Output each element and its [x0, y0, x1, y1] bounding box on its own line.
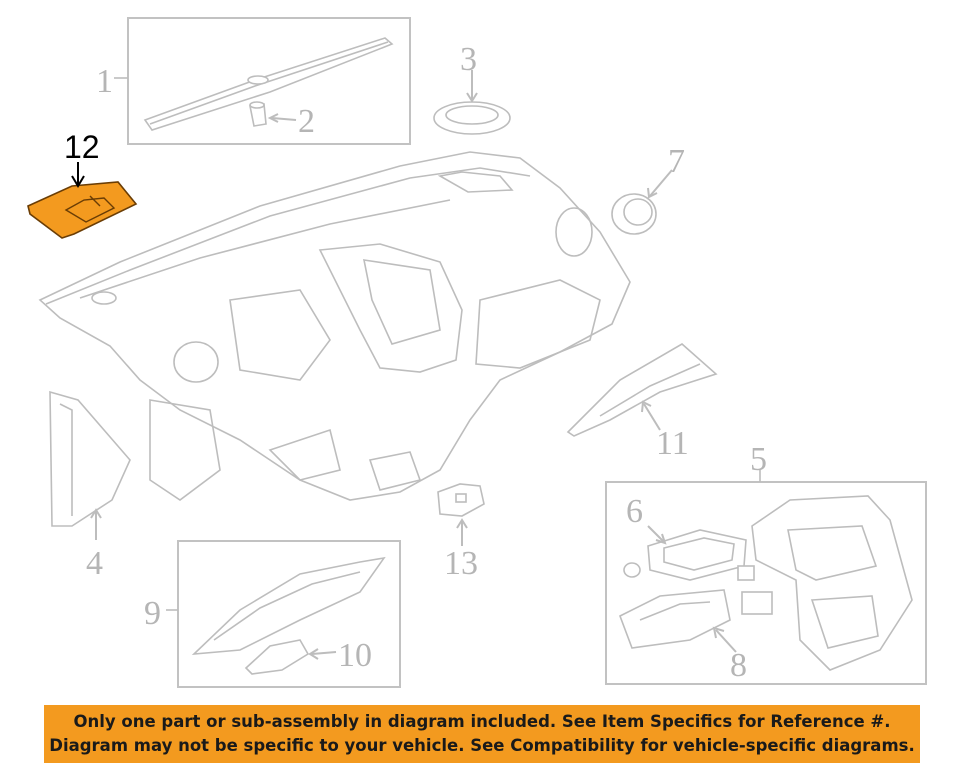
callout-6: 6 — [626, 493, 643, 530]
callout-7: 7 — [668, 143, 685, 180]
callout-labels: 1 2 3 4 5 6 7 8 9 10 11 12 13 — [64, 41, 767, 684]
part-8-control-panel — [618, 589, 737, 653]
part-12-highlighted-bracket — [27, 162, 138, 239]
part-4-end-cap — [49, 390, 131, 540]
part-9-lower-panel — [191, 556, 386, 655]
box-part-1 — [114, 17, 411, 145]
part-6-switch-module — [623, 525, 747, 581]
callout-2: 2 — [298, 103, 315, 140]
dashboard-assembly — [38, 151, 631, 501]
banner-line-1: Only one part or sub-assembly in diagram… — [73, 712, 891, 731]
callout-13: 13 — [444, 545, 478, 582]
callout-3: 3 — [460, 41, 477, 78]
banner-line-2: Diagram may not be specific to your vehi… — [49, 736, 915, 755]
part-3-speaker-grille — [433, 70, 511, 135]
callout-9: 9 — [144, 595, 161, 632]
callout-4: 4 — [86, 545, 103, 582]
part-5-center-bezel — [737, 495, 913, 671]
callout-5: 5 — [750, 441, 767, 478]
callout-11: 11 — [656, 425, 689, 462]
part-13-bracket — [437, 483, 485, 546]
callout-12: 12 — [64, 129, 100, 165]
disclaimer-banner: Only one part or sub-assembly in diagram… — [44, 705, 920, 763]
part-2-clip — [249, 101, 297, 127]
callout-1: 1 — [96, 63, 113, 100]
part-1-defroster-grille — [143, 37, 394, 131]
callout-10: 10 — [338, 637, 372, 674]
part-11-trim-panel — [566, 343, 718, 437]
box-part-5 — [605, 470, 927, 685]
part-10-bezel — [244, 639, 337, 675]
part-7-round-vent — [611, 169, 673, 235]
callout-8: 8 — [730, 647, 747, 684]
box-part-9 — [166, 540, 401, 688]
